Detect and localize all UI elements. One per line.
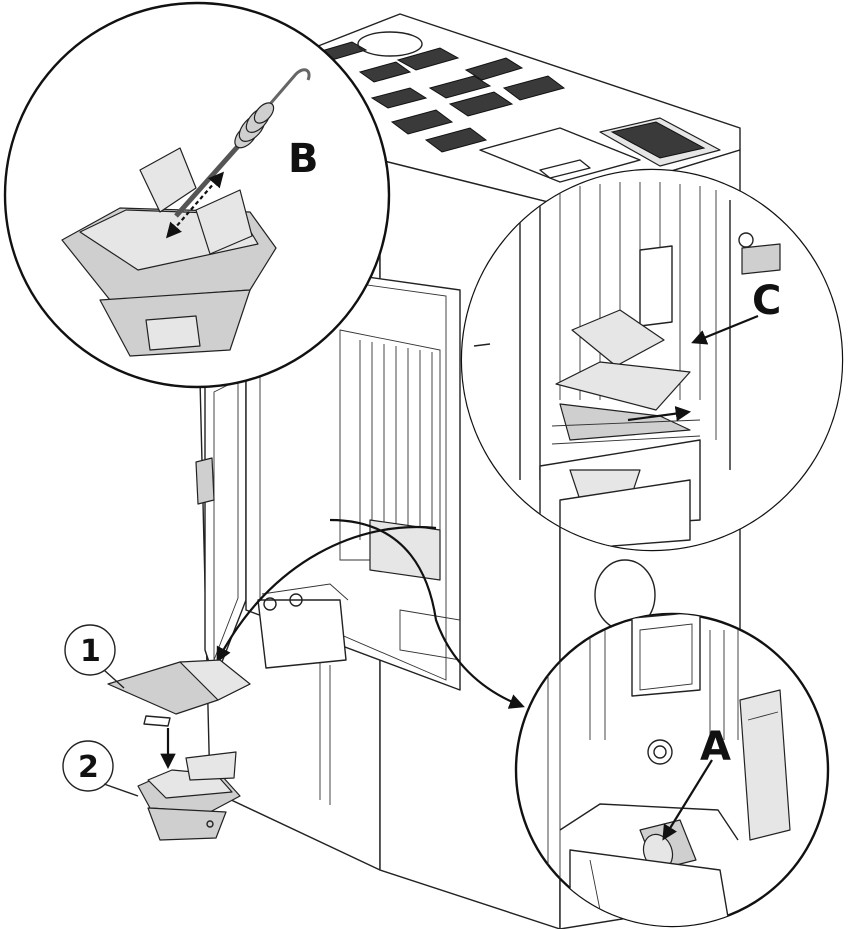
firebox-opening — [245, 259, 461, 691]
callout-c: C — [752, 278, 781, 324]
cleaning-brush-coil — [234, 102, 275, 149]
callout-2-circle — [62, 740, 114, 792]
firebox-ribs — [359, 340, 433, 548]
zoom-detail-c: C — [460, 168, 844, 552]
top-grilles — [316, 41, 566, 153]
zoom-detail-a: A — [514, 612, 830, 928]
brazier-plate-zoom — [571, 309, 665, 367]
callout-a: A — [700, 724, 731, 770]
firebox-ribs-zoom — [559, 182, 717, 440]
zoom-detail-b: B — [3, 1, 391, 389]
part-1-brazier-plate — [107, 659, 251, 770]
cleaning-brush-hook — [256, 68, 311, 119]
callout-b: B — [288, 136, 319, 182]
arrow-c-pointer — [691, 314, 759, 345]
arrow-a-pointer — [662, 759, 713, 841]
igniter-hole — [647, 739, 673, 765]
removal-arrow-to-part-1 — [216, 525, 437, 663]
callout-2: 2 — [78, 750, 99, 785]
callout-1-circle — [64, 624, 116, 676]
flue-opening — [357, 31, 423, 57]
part-2-brazier-pot — [137, 751, 241, 841]
firebox-ribs-zoom-a — [547, 620, 739, 900]
ash-drawer — [257, 599, 347, 669]
arrow-to-detail-a — [329, 518, 525, 709]
callout-1: 1 — [80, 634, 101, 669]
door-hinge — [195, 457, 215, 505]
